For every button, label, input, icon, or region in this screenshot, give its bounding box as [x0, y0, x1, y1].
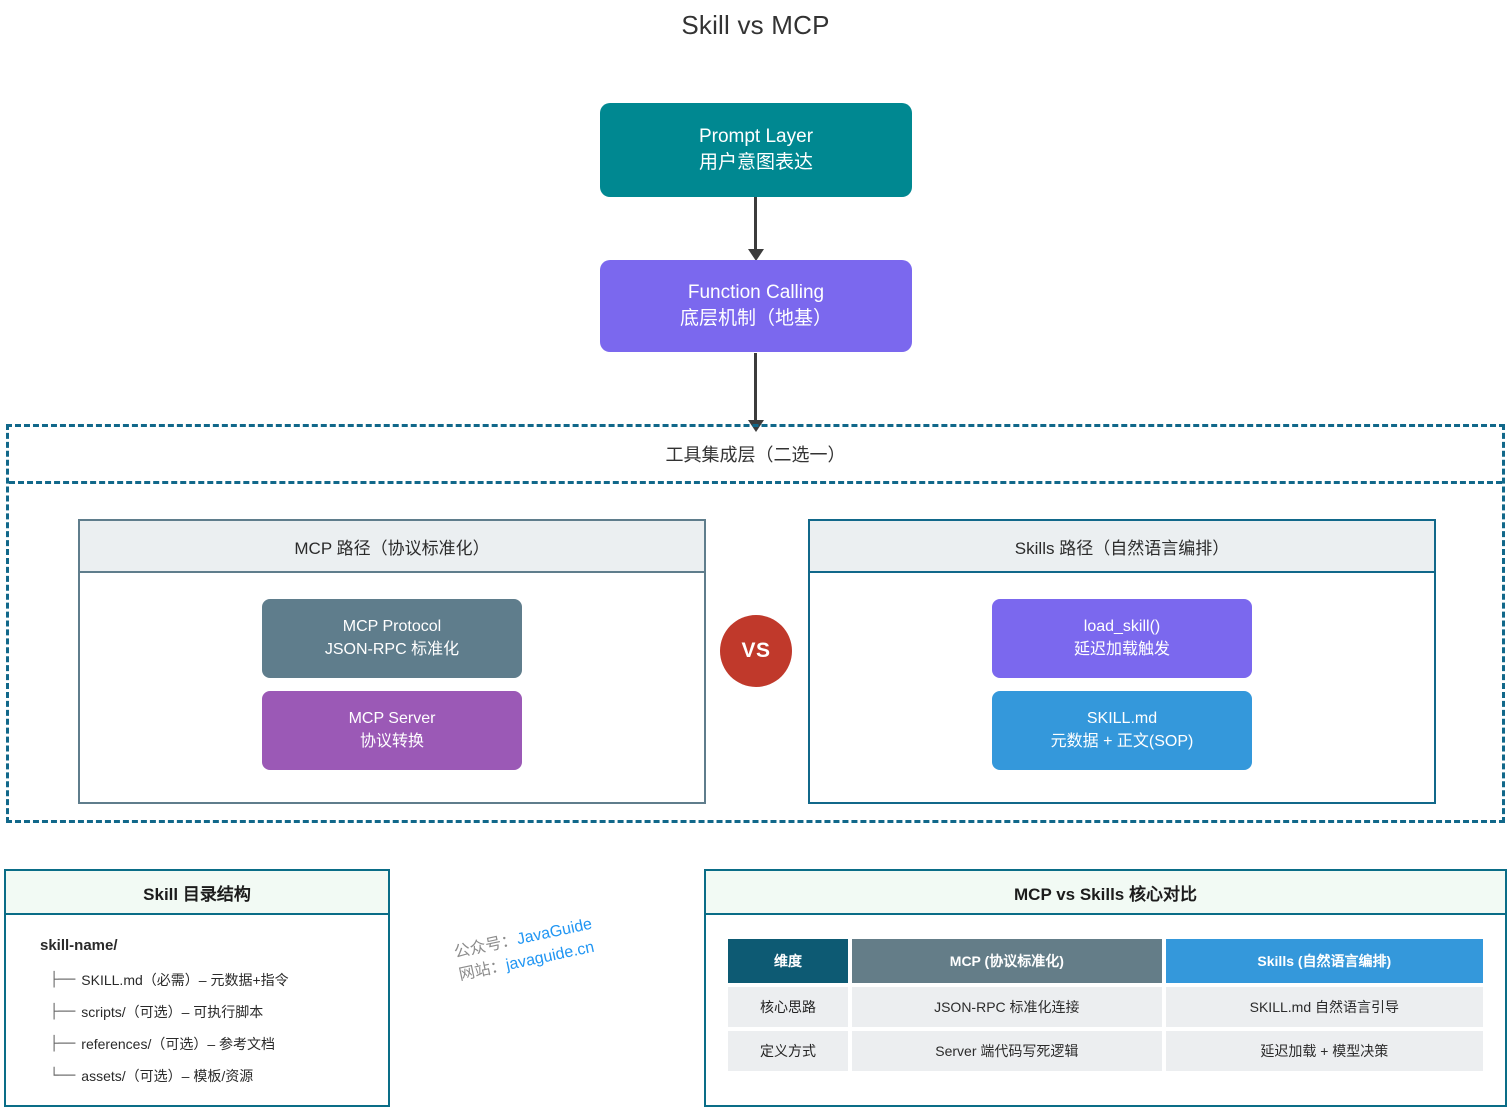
card-skill-directory-header: Skill 目录结构: [6, 871, 388, 915]
panel-skills-path[interactable]: Skills 路径（自然语言编排） load_skill() 延迟加载触发 SK…: [808, 519, 1436, 804]
watermark-value-wechat: JavaGuide: [515, 915, 594, 949]
integration-layer-container: 工具集成层（二选一）: [6, 424, 1505, 823]
node-prompt-layer[interactable]: Prompt Layer 用户意图表达: [600, 103, 912, 197]
chip-mcp-server-subtitle: 协议转换: [359, 732, 424, 750]
table-row: 定义方式 Server 端代码写死逻辑 延迟加载 + 模型决策: [728, 1031, 1483, 1071]
integration-layer-header: 工具集成层（二选一）: [9, 427, 1502, 484]
node-function-calling-subtitle: 底层机制（地基）: [679, 308, 832, 329]
panel-skills-path-body: load_skill() 延迟加载触发 SKILL.md 元数据 + 正文(SO…: [810, 573, 1434, 795]
vs-badge: VS: [720, 615, 792, 687]
chip-skill-md-subtitle: 元数据 + 正文(SOP): [1050, 732, 1194, 750]
tree-item-label: SKILL.md（必需）– 元数据+指令: [81, 972, 289, 988]
chip-mcp-protocol[interactable]: MCP Protocol JSON-RPC 标准化: [262, 599, 522, 678]
watermark-line-1: 公众号：JavaGuide: [452, 913, 594, 965]
tree-item[interactable]: ├── SKILL.md（必需）– 元数据+指令: [40, 964, 388, 996]
panel-skills-path-header: Skills 路径（自然语言编排）: [810, 521, 1434, 573]
cell-mcp: JSON-RPC 标准化连接: [852, 987, 1162, 1027]
tree-branch-icon: ├──: [50, 972, 76, 988]
cell-skills: SKILL.md 自然语言引导: [1165, 987, 1483, 1027]
page-title: Skill vs MCP: [681, 10, 830, 40]
tree-item-label: scripts/（可选）– 可执行脚本: [81, 1004, 264, 1020]
node-function-calling-title: Function Calling: [687, 281, 825, 303]
chip-mcp-protocol-title: MCP Protocol: [342, 618, 442, 636]
chip-load-skill-subtitle: 延迟加载触发: [1073, 640, 1170, 658]
tree-root-label: skill-name/: [40, 937, 118, 954]
skill-directory-tree: skill-name/ ├── SKILL.md（必需）– 元数据+指令 ├──…: [6, 915, 388, 1092]
table-header-row: 维度 MCP (协议标准化) Skills (自然语言编排): [728, 939, 1483, 983]
tree-branch-icon: └──: [50, 1068, 76, 1084]
panel-mcp-path-body: MCP Protocol JSON-RPC 标准化 MCP Server 协议转…: [80, 573, 704, 795]
tree-item-label: references/（可选）– 参考文档: [81, 1036, 276, 1052]
watermark-label-site: 网站：: [457, 957, 508, 985]
card-comparison: MCP vs Skills 核心对比 维度 MCP (协议标准化) Skills…: [704, 869, 1507, 1107]
watermark: 公众号：JavaGuide 网站：javaguide.cn: [452, 913, 599, 988]
tree-item-label: assets/（可选）– 模板/资源: [81, 1068, 254, 1084]
tree-item[interactable]: ├── scripts/（可选）– 可执行脚本: [40, 996, 388, 1028]
panel-mcp-path[interactable]: MCP 路径（协议标准化） MCP Protocol JSON-RPC 标准化 …: [78, 519, 706, 804]
watermark-line-2: 网站：javaguide.cn: [457, 935, 599, 987]
cell-dimension: 核心思路: [728, 987, 848, 1027]
watermark-value-site: javaguide.cn: [504, 938, 596, 975]
node-prompt-layer-title: Prompt Layer: [698, 125, 814, 147]
cell-mcp: Server 端代码写死逻辑: [852, 1031, 1162, 1071]
column-header-dimension: 维度: [728, 939, 848, 983]
node-function-calling[interactable]: Function Calling 底层机制（地基）: [600, 260, 912, 352]
down-arrow-icon: [754, 197, 757, 250]
tree-branch-icon: ├──: [50, 1004, 76, 1020]
chip-mcp-server-title: MCP Server: [348, 710, 436, 728]
table-row: 核心思路 JSON-RPC 标准化连接 SKILL.md 自然语言引导: [728, 987, 1483, 1027]
tree-item[interactable]: ├── references/（可选）– 参考文档: [40, 1028, 388, 1060]
column-header-skills: Skills (自然语言编排): [1165, 939, 1483, 983]
node-prompt-layer-subtitle: 用户意图表达: [698, 152, 813, 173]
comparison-table: 维度 MCP (协议标准化) Skills (自然语言编排) 核心思路 JSON…: [724, 935, 1487, 1075]
watermark-label-wechat: 公众号：: [452, 931, 519, 962]
panel-mcp-path-header: MCP 路径（协议标准化）: [80, 521, 704, 573]
card-skill-directory: Skill 目录结构 skill-name/ ├── SKILL.md（必需）–…: [4, 869, 390, 1107]
chip-skill-md-title: SKILL.md: [1086, 710, 1158, 728]
tree-branch-icon: ├──: [50, 1036, 76, 1052]
chip-mcp-server[interactable]: MCP Server 协议转换: [262, 691, 522, 770]
column-header-mcp: MCP (协议标准化): [852, 939, 1162, 983]
cell-skills: 延迟加载 + 模型决策: [1165, 1031, 1483, 1071]
cell-dimension: 定义方式: [728, 1031, 848, 1071]
chip-load-skill-title: load_skill(): [1083, 618, 1161, 636]
down-arrow-icon: [754, 353, 757, 421]
card-comparison-header: MCP vs Skills 核心对比: [706, 871, 1505, 915]
chip-mcp-protocol-subtitle: JSON-RPC 标准化: [324, 640, 460, 658]
chip-skill-md[interactable]: SKILL.md 元数据 + 正文(SOP): [992, 691, 1252, 770]
comparison-table-wrapper: 维度 MCP (协议标准化) Skills (自然语言编排) 核心思路 JSON…: [706, 915, 1505, 1075]
chip-load-skill[interactable]: load_skill() 延迟加载触发: [992, 599, 1252, 678]
tree-item[interactable]: └── assets/（可选）– 模板/资源: [40, 1060, 388, 1092]
